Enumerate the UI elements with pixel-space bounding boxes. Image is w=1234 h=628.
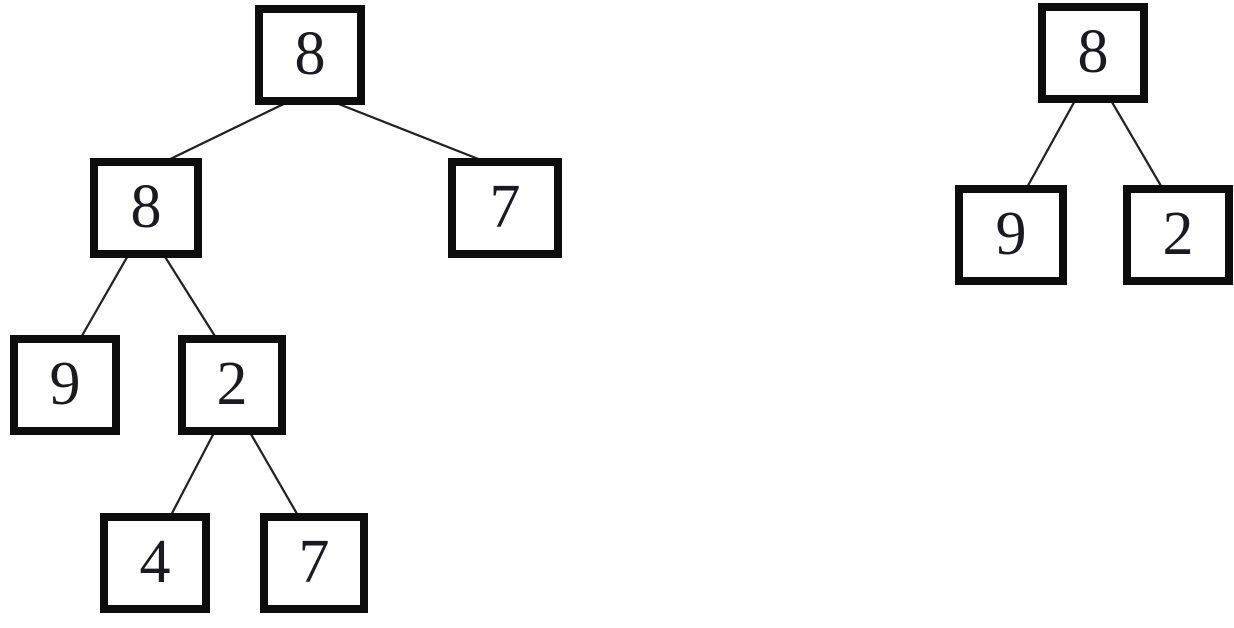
tree-node: 7: [448, 158, 562, 258]
tree-node: 9: [10, 335, 120, 435]
tree-node: 8: [255, 5, 365, 105]
tree-node-value: 2: [216, 350, 248, 418]
tree-node: 7: [260, 513, 368, 613]
tree-node-value: 2: [1162, 200, 1194, 268]
tree-node-value: 8: [294, 20, 326, 88]
tree-node-value: 7: [298, 528, 330, 596]
tree-node-value: 7: [489, 173, 521, 241]
tree-node: 8: [1038, 3, 1148, 103]
tree-node: 8: [90, 158, 202, 258]
tree-node-value: 8: [1077, 18, 1109, 86]
tree-node: 4: [100, 513, 210, 613]
tree-node-value: 9: [995, 200, 1027, 268]
tree-node: 2: [178, 335, 286, 435]
tree-node-value: 8: [130, 173, 162, 241]
tree-node: 9: [955, 185, 1067, 285]
tree-node-value: 9: [49, 350, 81, 418]
tree-node: 2: [1123, 185, 1233, 285]
tree-node-value: 4: [139, 528, 171, 596]
